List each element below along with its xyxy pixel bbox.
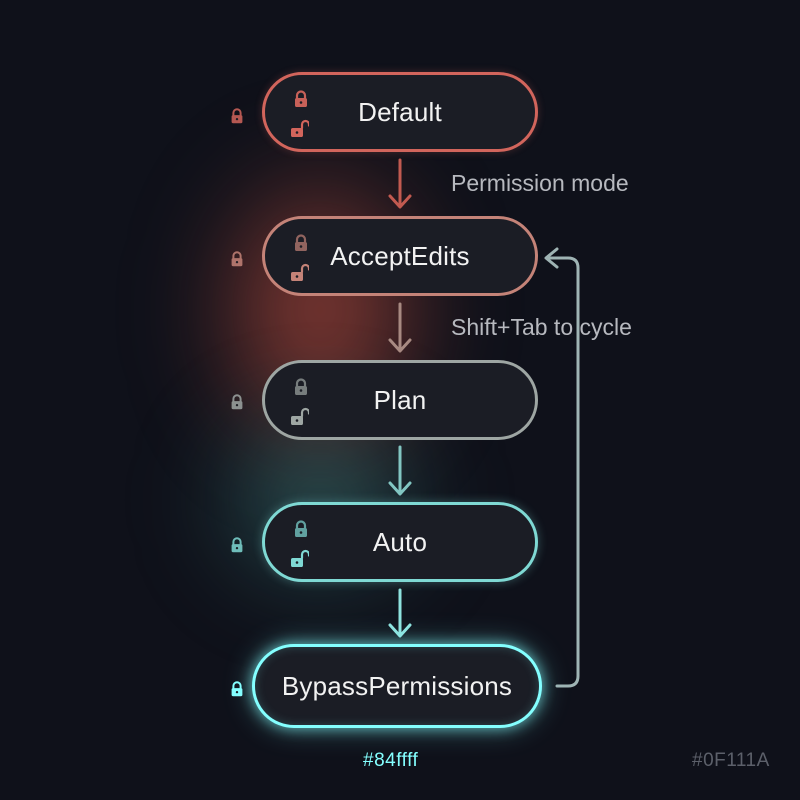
mode-node-bypasspermissions[interactable]: BypassPermissions xyxy=(252,644,542,728)
lock-icon xyxy=(295,378,307,395)
permission-mode-label: Permission mode xyxy=(451,170,629,196)
cycle-hint-label: Shift+Tab to cycle xyxy=(451,314,632,340)
lock-icon xyxy=(231,537,243,553)
lock-icon xyxy=(295,90,307,107)
arrow-default-to-acceptedits xyxy=(388,158,412,209)
lock-icon xyxy=(231,681,243,697)
accent-color-swatch: #84ffff xyxy=(363,750,419,771)
unlock-icon xyxy=(291,263,309,281)
lock-icon xyxy=(295,520,307,537)
mode-label: Default xyxy=(358,96,442,127)
mode-label: AcceptEdits xyxy=(330,240,470,271)
arrow-acceptedits-to-plan xyxy=(388,302,412,353)
arrow-auto-to-bypass xyxy=(388,588,412,638)
mode-node-auto[interactable]: Auto xyxy=(262,502,538,582)
lock-icon xyxy=(231,108,243,124)
lock-icon xyxy=(295,234,307,251)
unlock-icon xyxy=(291,407,309,425)
lock-state-icons xyxy=(287,515,309,571)
mode-node-default[interactable]: Default xyxy=(262,72,538,152)
arrow-plan-to-auto xyxy=(388,445,412,496)
unlock-icon xyxy=(291,119,309,137)
lock-state-icons xyxy=(287,229,309,285)
mode-label: Auto xyxy=(372,526,428,557)
mode-node-acceptedits[interactable]: AcceptEdits xyxy=(262,216,538,296)
mode-label: Plan xyxy=(373,384,427,415)
lock-icon xyxy=(231,251,243,267)
lock-state-icons xyxy=(287,85,309,141)
unlock-icon xyxy=(291,549,309,567)
background-color-swatch: #0F111A xyxy=(692,750,770,771)
mode-node-plan[interactable]: Plan xyxy=(262,360,538,440)
mode-label: BypassPermissions xyxy=(281,670,513,701)
lock-icon xyxy=(231,394,243,410)
lock-state-icons xyxy=(287,373,309,429)
